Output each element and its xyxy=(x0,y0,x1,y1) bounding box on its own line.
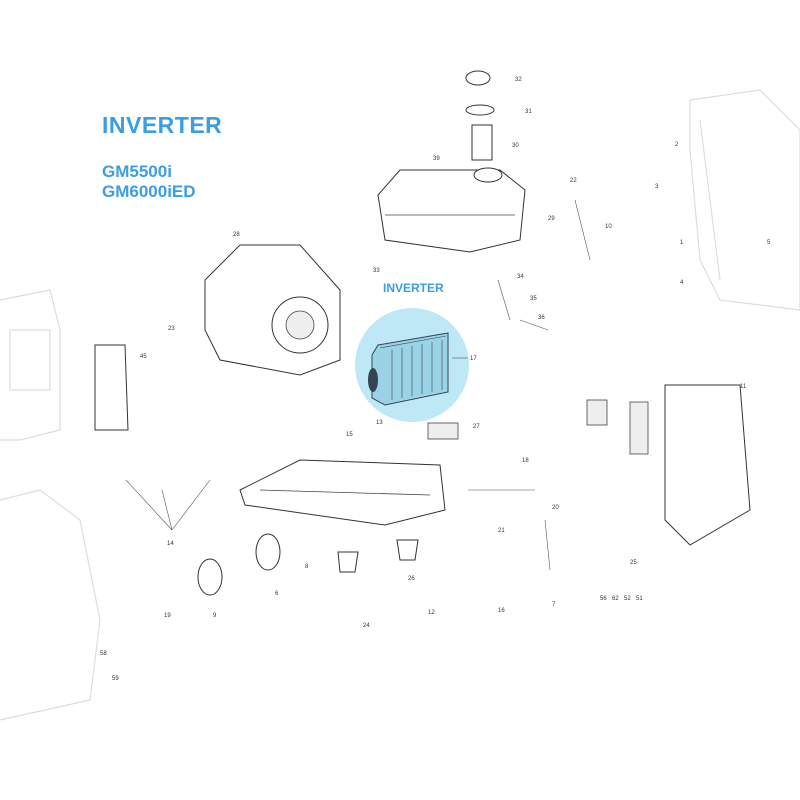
callout: 9 xyxy=(213,613,217,619)
ghost-housing-left xyxy=(0,289,101,721)
callout: 2 xyxy=(675,142,679,148)
callout: 18 xyxy=(522,458,529,464)
callout: 17 xyxy=(470,356,477,362)
callout: 7 xyxy=(552,602,556,608)
callout: 34 xyxy=(517,274,524,280)
page-title: INVERTER xyxy=(102,112,223,138)
callout: 5 xyxy=(767,240,771,246)
callout: 52 xyxy=(624,596,631,602)
callout: 3 xyxy=(655,184,659,190)
callout: 24 xyxy=(363,623,370,629)
callout: 59 xyxy=(112,676,119,682)
callout: 6 xyxy=(275,591,279,597)
callout: 16 xyxy=(498,608,505,614)
callout: 26 xyxy=(408,576,415,582)
wheels xyxy=(197,533,281,596)
callout: 1 xyxy=(680,240,684,246)
small-parts xyxy=(94,199,751,573)
callout: 14 xyxy=(167,541,174,547)
callout: 29 xyxy=(548,216,555,222)
callout: 39 xyxy=(433,156,440,162)
callout: 30 xyxy=(512,143,519,149)
frame-base xyxy=(239,459,446,526)
callout: 22 xyxy=(570,178,577,184)
callout: 12 xyxy=(428,610,435,616)
callout: 20 xyxy=(552,505,559,511)
fuel-tank xyxy=(377,167,526,253)
inverter-label: INVERTER xyxy=(383,281,444,295)
callout: 23 xyxy=(168,326,175,332)
callout: 25 xyxy=(630,560,637,566)
callout: 15 xyxy=(346,432,353,438)
callout: 45 xyxy=(140,354,147,360)
model-name-1: GM5500i xyxy=(102,162,172,181)
callout: 62 xyxy=(612,596,619,602)
callout: 11 xyxy=(740,384,747,390)
callout: 28 xyxy=(233,232,240,238)
callout: 10 xyxy=(605,224,612,230)
callout: 56 xyxy=(600,596,607,602)
callout: 21 xyxy=(498,528,505,534)
callout: 35 xyxy=(530,296,537,302)
engine xyxy=(204,244,341,376)
callout: 27 xyxy=(473,424,480,430)
ghost-housing-right xyxy=(689,89,800,311)
callout: 8 xyxy=(305,564,309,570)
callout: 58 xyxy=(100,651,107,657)
callout: 4 xyxy=(680,280,684,286)
callout: 36 xyxy=(538,315,545,321)
inverter-highlight[interactable] xyxy=(355,308,469,422)
model-name-2: GM6000iED xyxy=(102,182,196,201)
callout: 19 xyxy=(164,613,171,619)
callout: 13 xyxy=(376,420,383,426)
fuel-cap xyxy=(465,70,495,161)
callout: 31 xyxy=(525,109,532,115)
callout-numbers: 32 31 30 39 22 29 10 33 34 35 36 27 17 2… xyxy=(100,77,771,682)
callout: 32 xyxy=(515,77,522,83)
callout: 33 xyxy=(373,268,380,274)
callout: 51 xyxy=(636,596,643,602)
